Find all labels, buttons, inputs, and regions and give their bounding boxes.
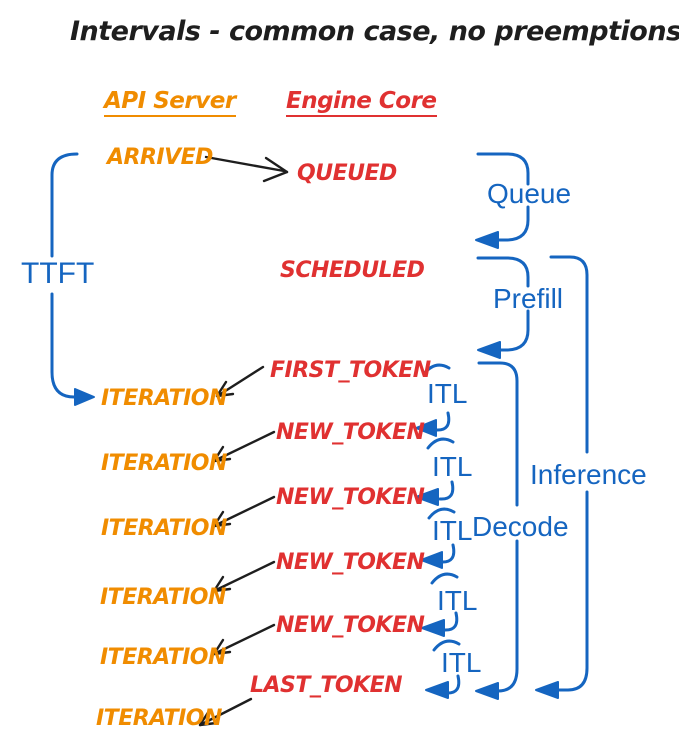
- queue-arrowhead: [475, 231, 499, 249]
- interval-label-prefill: Prefill: [493, 283, 564, 314]
- event-iteration-1: ITERATION: [101, 386, 227, 411]
- itl-arrowhead-1: [415, 419, 437, 437]
- itl-bracket-3: [420, 507, 456, 569]
- itl-bracket-4: [421, 572, 459, 637]
- event-iteration-6: ITERATION: [96, 706, 222, 731]
- decode-bracket: [475, 361, 519, 700]
- itl-arrowhead-3: [420, 551, 443, 569]
- event-last-token: LAST_TOKEN: [250, 673, 403, 698]
- interval-label-itl-5: ITL: [441, 647, 482, 678]
- itl-bracket-2: [415, 437, 455, 506]
- interval-label-decode: Decode: [472, 511, 569, 542]
- interval-label-itl-2: ITL: [432, 451, 473, 482]
- token-to-iteration-arrows: [198, 365, 276, 727]
- column-header-api-server: API Server: [104, 90, 236, 117]
- event-iteration-5: ITERATION: [100, 645, 226, 670]
- event-iteration-2: ITERATION: [101, 451, 227, 476]
- itl-bracket-1: [415, 363, 451, 437]
- interval-label-queue: Queue: [487, 178, 572, 209]
- itl-arrowhead-4: [421, 619, 445, 637]
- itl-bracket-5: [425, 639, 461, 699]
- event-queued: QUEUED: [297, 161, 397, 186]
- interval-label-itl-3: ITL: [432, 515, 473, 546]
- interval-label-itl-1: ITL: [427, 378, 468, 409]
- inference-bracket: [535, 255, 589, 699]
- diagram-title: Intervals - common case, no preemptions: [70, 16, 679, 47]
- prefill-arrowhead: [477, 341, 501, 359]
- interval-label-inference: Inference: [530, 459, 647, 490]
- interval-label-itl-4: ITL: [437, 585, 478, 616]
- event-scheduled: SCHEDULED: [280, 258, 425, 283]
- decode-arrowhead: [475, 682, 499, 700]
- event-arrived: ARRIVED: [107, 145, 213, 170]
- event-iteration-4: ITERATION: [100, 585, 226, 610]
- ttft-bracket: [50, 152, 95, 406]
- event-new-token-2: NEW_TOKEN: [276, 485, 425, 510]
- itl-arrowhead-2: [415, 488, 439, 506]
- event-new-token-1: NEW_TOKEN: [276, 420, 425, 445]
- column-header-engine-core: Engine Core: [286, 90, 437, 117]
- arrived-to-queued-arrow: [204, 155, 289, 183]
- event-first-token: FIRST_TOKEN: [270, 358, 431, 383]
- event-new-token-3: NEW_TOKEN: [276, 550, 425, 575]
- event-iteration-3: ITERATION: [101, 516, 227, 541]
- queue-bracket: [475, 152, 530, 249]
- ttft-arrowhead: [74, 388, 95, 406]
- event-new-token-4: NEW_TOKEN: [276, 613, 425, 638]
- itl-arrowhead-5: [425, 681, 449, 699]
- interval-label-ttft: TTFT: [21, 257, 95, 290]
- prefill-bracket: [476, 256, 530, 359]
- inference-arrowhead: [535, 681, 559, 699]
